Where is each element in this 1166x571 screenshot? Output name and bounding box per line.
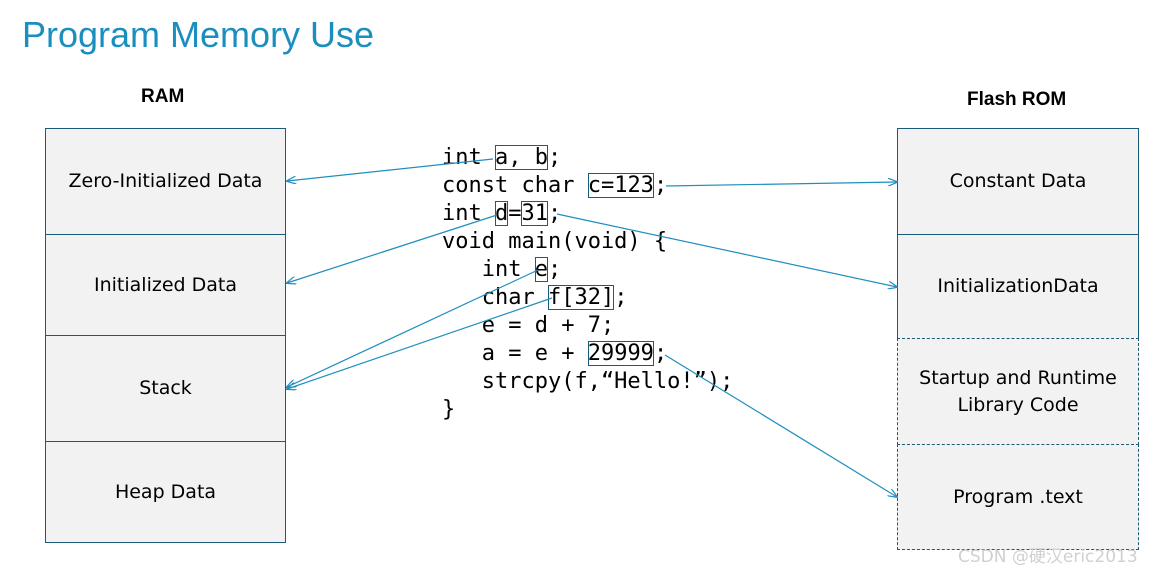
- code-line-5-end: ;: [547, 257, 562, 282]
- rom-startup-runtime-library-label: Startup and Runtime Library Code: [919, 366, 1117, 416]
- ram-heap-data: Heap Data: [45, 441, 286, 543]
- code-line-3-end: ;: [547, 201, 562, 226]
- ram-label: RAM: [141, 86, 185, 107]
- code-line-6-end: ;: [614, 285, 628, 310]
- page-title: Program Memory Use: [22, 14, 375, 55]
- ram-zero-initialized-data-label: Zero-Initialized Data: [68, 170, 263, 193]
- rom-initialization-data-label: InitializationData: [937, 275, 1099, 298]
- ram-initialized-data-label: Initialized Data: [94, 273, 237, 296]
- code-const-c-highlight: c=123: [587, 173, 654, 198]
- code-line-1-end: ;: [547, 145, 562, 170]
- code-line-5: int e;: [442, 256, 733, 284]
- code-line-2: const char c=123;: [442, 172, 733, 200]
- ram-initialized-data: Initialized Data: [45, 234, 286, 336]
- code-var-d-highlight: d: [494, 201, 509, 226]
- code-line-5-keyword: int: [442, 257, 535, 282]
- arrow-29999-to-program-text: [664, 354, 897, 497]
- code-listing: int a, b;const char c=123;int d=31;void …: [442, 144, 733, 424]
- code-line-1: int a, b;: [442, 144, 733, 172]
- arrow-31-to-initialization-data: [556, 213, 897, 287]
- rom-initialization-data: InitializationData: [897, 234, 1139, 339]
- code-line-8-expr: a = e +: [442, 341, 588, 366]
- code-line-2-keyword: const char: [442, 173, 588, 198]
- code-line-10: }: [442, 397, 456, 422]
- arrow-ab-to-zero-init: [287, 158, 494, 181]
- code-line-8-end: ;: [653, 341, 668, 366]
- arrow-c-to-constant-data: [665, 182, 897, 187]
- code-init-31-highlight: 31: [521, 201, 548, 226]
- code-var-f-highlight: f[32]: [547, 285, 615, 310]
- arrow-f-to-stack: [287, 297, 553, 389]
- code-line-6-keyword: char: [442, 285, 548, 310]
- watermark: CSDN @硬汉eric2013: [958, 547, 1138, 567]
- rom-constant-data: Constant Data: [897, 128, 1139, 235]
- arrow-e-to-stack: [287, 269, 539, 387]
- code-line-4: void main(void) {: [442, 229, 668, 254]
- code-line-3-assign: =: [508, 201, 522, 226]
- rom-program-text-label: Program .text: [953, 485, 1083, 508]
- code-var-ab-highlight: a, b: [494, 145, 548, 170]
- rom-program-text: Program .text: [897, 444, 1139, 550]
- code-line-3: int d=31;: [442, 200, 733, 228]
- code-line-6: char f[32];: [442, 284, 733, 312]
- code-line-2-end: ;: [653, 173, 668, 198]
- arrow-d-to-initialized-data: [287, 214, 498, 283]
- ram-stack-label: Stack: [139, 377, 192, 400]
- code-literal-29999-highlight: 29999: [587, 341, 654, 366]
- code-var-e-highlight: e: [534, 257, 548, 282]
- rom-startup-runtime-library: Startup and Runtime Library Code: [897, 338, 1139, 445]
- code-line-9: strcpy(f,“Hello!”);: [442, 369, 734, 394]
- rom-constant-data-label: Constant Data: [949, 170, 1087, 193]
- code-line-8: a = e + 29999;: [442, 340, 733, 368]
- flash-rom-label: Flash ROM: [967, 89, 1067, 110]
- ram-heap-data-label: Heap Data: [114, 480, 217, 503]
- code-line-1-keyword: int: [442, 145, 495, 170]
